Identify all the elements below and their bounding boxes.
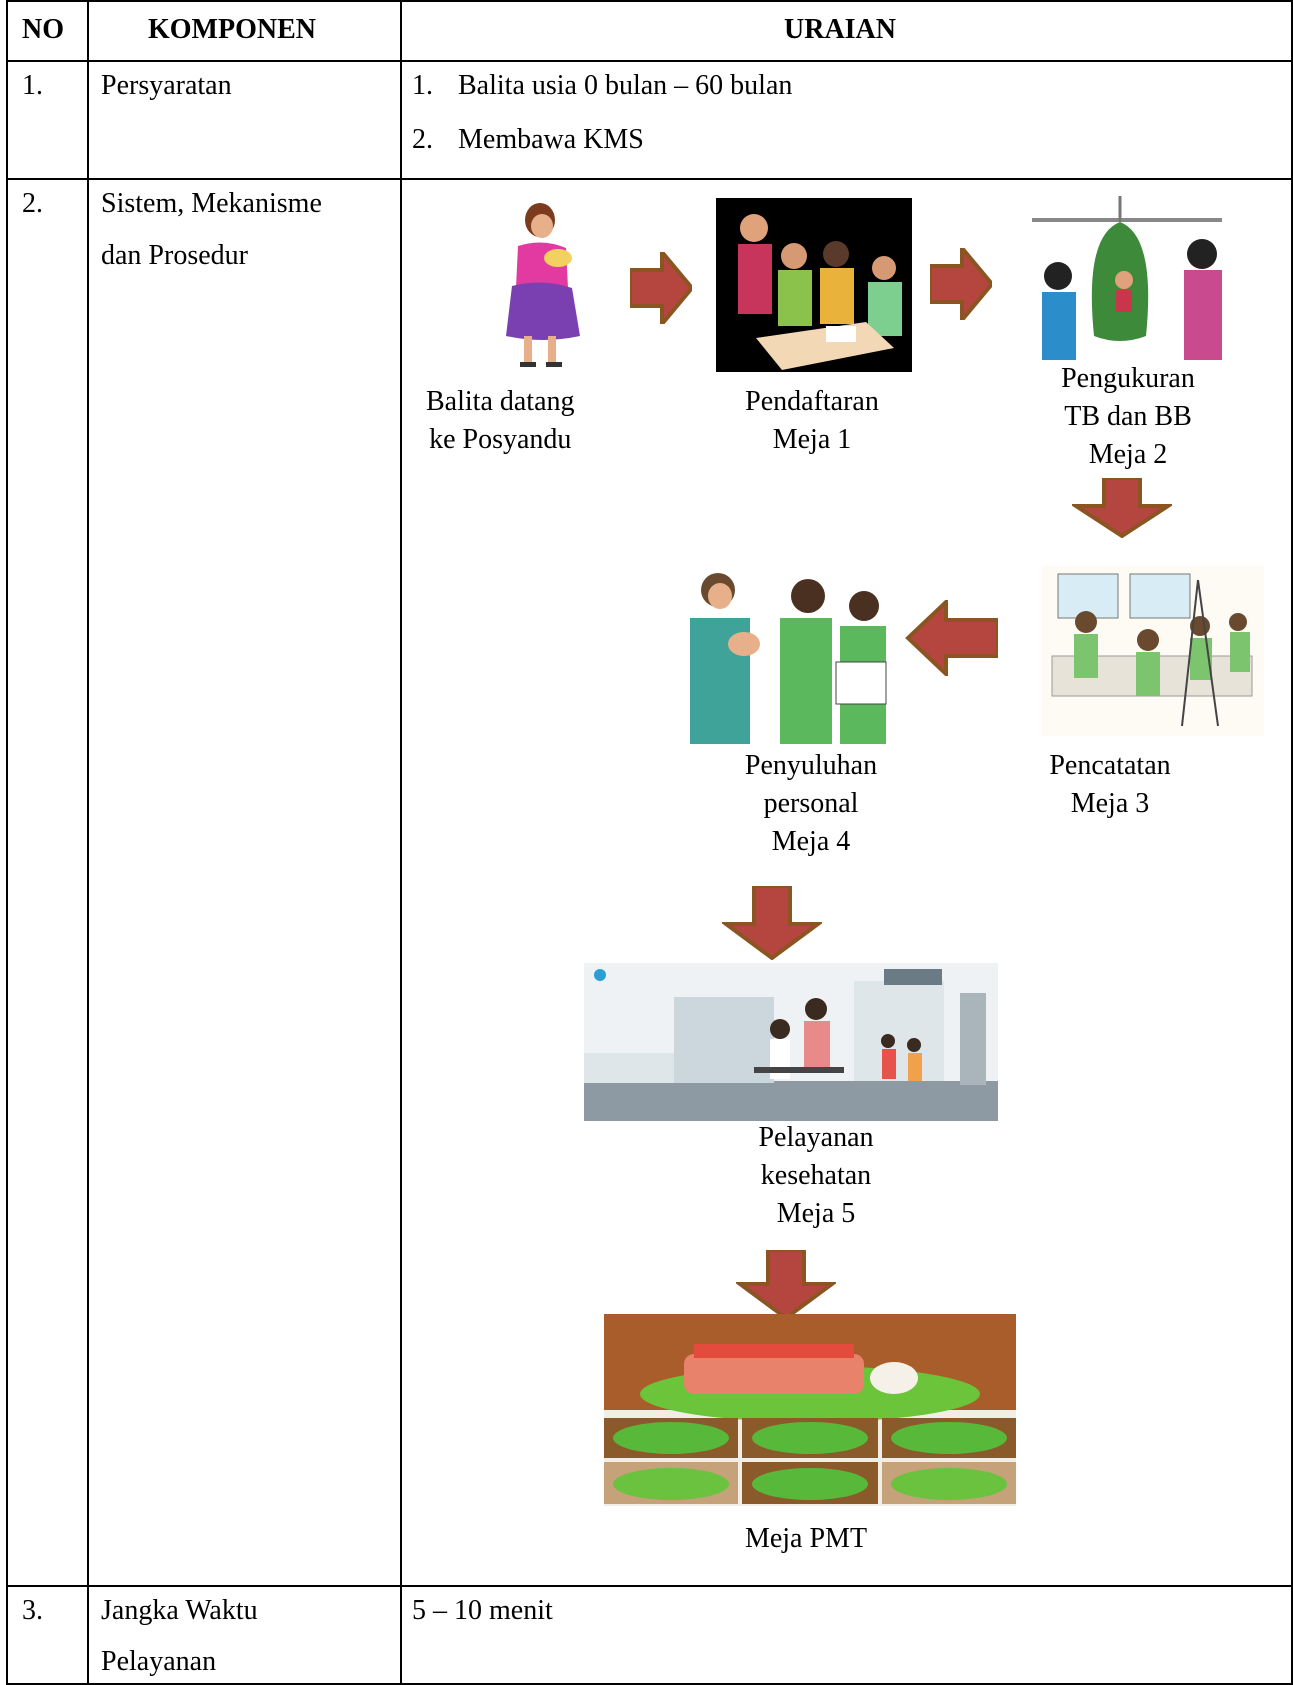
row3-uraian: 5 – 10 menit [412, 1595, 553, 1626]
caption-step2: Pendaftaran Meja 1 [718, 383, 906, 459]
caption-step1-line1: Balita datang [426, 386, 575, 417]
caption-step4-line1: Pencatatan [1049, 750, 1171, 781]
border-row1 [6, 178, 1293, 180]
header-no: NO [22, 14, 64, 45]
caption-step3-line1: Pengukuran [1061, 363, 1195, 394]
caption-step3-line2: TB dan BB [1064, 401, 1192, 432]
caption-step4: Pencatatan Meja 3 [1030, 747, 1190, 823]
border-right [1291, 0, 1293, 1685]
illustration-mother-with-baby [488, 198, 598, 370]
caption-step7-line1: Meja PMT [744, 1523, 868, 1554]
caption-step5-line1: Penyuluhan [744, 750, 878, 781]
row3-no: 3. [22, 1595, 43, 1626]
row3-komponen-line1: Jangka Waktu [101, 1595, 258, 1626]
border-row2 [6, 1585, 1293, 1587]
border-col1 [87, 0, 89, 1685]
arrow-right-icon [630, 252, 692, 324]
illustration-counseling [668, 566, 890, 744]
caption-step1: Balita datang ke Posyandu [426, 383, 575, 459]
border-header [6, 60, 1293, 62]
arrow-left-icon [905, 600, 998, 676]
row2-no: 2. [22, 188, 43, 219]
border-bottom [6, 1683, 1293, 1685]
row1-item1-text: Balita usia 0 bulan – 60 bulan [458, 70, 793, 101]
caption-step5-line3: Meja 4 [771, 826, 851, 857]
row1-item2-num: 2. [412, 124, 433, 155]
header-uraian: URAIAN [784, 14, 896, 45]
header-komponen: KOMPONEN [148, 14, 316, 45]
row1-no: 1. [22, 70, 43, 101]
row1-item2-text: Membawa KMS [458, 124, 644, 155]
row2-komponen-line1: Sistem, Mekanisme [101, 188, 322, 219]
border-top [6, 0, 1293, 2]
caption-step2-line1: Pendaftaran [745, 386, 879, 417]
caption-step3-line3: Meja 2 [1088, 439, 1168, 470]
caption-step1-line2: ke Posyandu [429, 424, 572, 455]
caption-step4-line2: Meja 3 [1070, 788, 1150, 819]
arrow-down-icon [1072, 478, 1172, 538]
arrow-right-icon [930, 248, 992, 320]
caption-step5-line2: personal [763, 788, 859, 819]
caption-step3: Pengukuran TB dan BB Meja 2 [1030, 360, 1226, 474]
caption-step6-line2: kesehatan [760, 1160, 872, 1191]
arrow-down-icon [736, 1250, 836, 1320]
caption-step5: Penyuluhan personal Meja 4 [690, 747, 932, 861]
illustration-registration [716, 198, 912, 372]
row3-komponen-line2: Pelayanan [101, 1646, 217, 1677]
caption-step6-line1: Pelayanan [758, 1122, 874, 1153]
illustration-recording [1042, 566, 1264, 736]
illustration-weighing [1024, 196, 1232, 360]
illustration-pmt-food [604, 1314, 1016, 1506]
caption-step7: Meja PMT [700, 1520, 912, 1558]
border-left [6, 0, 8, 1685]
illustration-health-service [584, 963, 998, 1121]
row1-komponen: Persyaratan [101, 70, 232, 101]
caption-step2-line2: Meja 1 [772, 424, 852, 455]
row1-item1-num: 1. [412, 70, 433, 101]
caption-step6-line3: Meja 5 [776, 1198, 856, 1229]
arrow-down-icon [722, 886, 822, 960]
border-col2 [400, 0, 402, 1685]
row2-komponen-line2: dan Prosedur [101, 240, 248, 271]
caption-step6: Pelayanan kesehatan Meja 5 [696, 1119, 936, 1233]
